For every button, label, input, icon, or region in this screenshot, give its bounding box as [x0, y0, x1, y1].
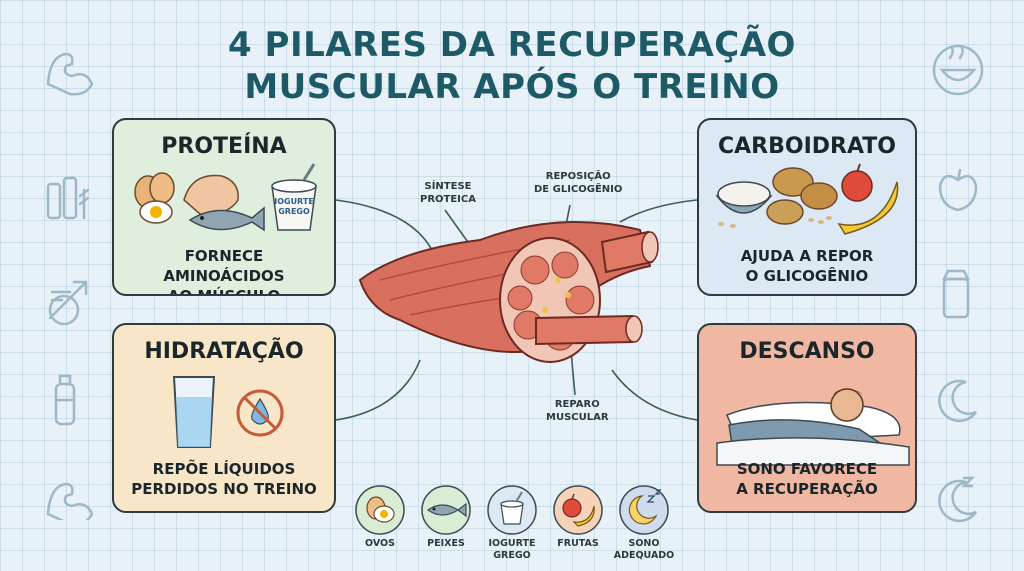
head-icon [830, 388, 864, 422]
bottom-yogurt-icon [487, 485, 537, 535]
desc-line-2: PERDIDOS NO TREINO [131, 480, 317, 498]
yogurt-icon: IOGURTE GREGO [271, 163, 317, 231]
protein-foods-illustration: IOGURTE GREGO [134, 163, 317, 232]
label-reparo-muscular: REPARO MUSCULAR [546, 398, 609, 424]
water-bottle-icon [54, 374, 76, 426]
potatoes-icon [766, 167, 838, 225]
label-line-1: FRUTAS [557, 538, 599, 549]
card-descanso: DESCANSO SONO FAVORECE A RECUPERAÇÃO [697, 323, 917, 513]
bottom-label-peixes: PEIXES [408, 538, 484, 550]
muscle-fiber-icon [358, 221, 659, 363]
desc-line-1: SONO FAVORECE [736, 460, 878, 478]
title-line-1: 4 PILARES DA RECUPERAÇÃO [228, 25, 796, 65]
label-line-1: SONO [628, 538, 660, 549]
biceps-icon [46, 52, 94, 96]
rice-bowl-icon [715, 181, 773, 214]
left-side-icons [46, 52, 94, 520]
label-line-2: MUSCULAR [546, 412, 609, 423]
bottom-fruit-icon [553, 485, 603, 535]
bottom-label-frutas: FRUTAS [540, 538, 616, 550]
card-carboidrato-desc: AJUDA A REPOR O GLICOGÊNIO [707, 246, 907, 286]
shaker-icon [941, 269, 971, 319]
carb-foods-illustration [715, 163, 899, 235]
label-line-1: REPARO [554, 399, 600, 410]
desc-line-2: AO MÚSCULO [167, 287, 281, 296]
bottom-fish-icon [421, 485, 471, 535]
card-carboidrato: CARBOIDRATO AJUDA A REPOR O GLICOGÊNIO [697, 118, 917, 296]
label-line-1: REPOSIÇÃO [545, 171, 611, 182]
no-water-icon [236, 389, 284, 437]
label-line-1: IOGURTE [488, 538, 536, 549]
apple-icon [841, 163, 873, 202]
muscle-illustration [358, 221, 659, 363]
desc-line-1: REPÕE LÍQUIDOS [152, 460, 296, 478]
card-proteina-desc: FORNECE AMINOÁCIDOS AO MÚSCULO [122, 246, 326, 296]
desc-line-2: A RECUPERAÇÃO [736, 480, 878, 498]
card-descanso-desc: SONO FAVORECE A RECUPERAÇÃO [707, 459, 907, 499]
label-line-1: PEIXES [427, 538, 465, 549]
desc-line-2: O GLICOGÊNIO [745, 267, 869, 285]
moon-icon [938, 379, 978, 423]
yogurt-text-1: IOGURTE [274, 197, 314, 206]
desc-line-1: FORNECE AMINOÁCIDOS [163, 247, 285, 285]
label-reposicao-glicogenio: REPOSIÇÃO DE GLICOGÊNIO [534, 170, 622, 196]
chicken-icon [183, 174, 239, 215]
label-line-1: OVOS [365, 538, 395, 549]
bottom-label-ovos: OVOS [342, 538, 418, 550]
card-proteina-title: PROTEÍNA [161, 134, 287, 159]
desc-line-1: AJUDA A REPOR [740, 247, 874, 265]
card-carboidrato-title: CARBOIDRATO [718, 134, 896, 159]
label-line-2: DE GLICOGÊNIO [534, 184, 623, 195]
label-line-2: PROTEICA [420, 194, 476, 205]
bowl-icon [932, 44, 984, 96]
eggs-icon [134, 172, 175, 224]
zzz-icon [938, 476, 978, 523]
card-hidratacao: HIDRATAÇÃO REPÕE LÍQUIDOS PERDIDOS NO TR… [112, 323, 336, 513]
hydration-illustration [172, 376, 284, 448]
bottles-icon [46, 176, 90, 220]
arrows-icon [48, 280, 88, 326]
oats-icon [718, 216, 832, 228]
bottom-label-sono: SONO ADEQUADO [606, 538, 682, 562]
fish-icon [188, 206, 265, 232]
label-sintese-proteica: SÍNTESE PROTEICA [420, 180, 476, 206]
sleeping-person-illustration [716, 388, 910, 466]
page-title: 4 PILARES DA RECUPERAÇÃO MUSCULAR APÓS O… [150, 24, 874, 108]
bottom-moon-icon [619, 485, 669, 535]
blanket-icon [716, 437, 910, 466]
right-side-icons [932, 44, 984, 523]
card-descanso-title: DESCANSO [739, 339, 875, 364]
title-line-2: MUSCULAR APÓS O TREINO [244, 67, 780, 107]
label-line-1: SÍNTESE [424, 181, 472, 192]
water-glass-icon [172, 376, 216, 448]
banana-icon [837, 181, 899, 235]
yogurt-text-2: GREGO [278, 207, 310, 216]
label-line-2: ADEQUADO [613, 550, 675, 561]
biceps-icon [46, 482, 94, 520]
card-hidratacao-desc: REPÕE LÍQUIDOS PERDIDOS NO TREINO [122, 459, 326, 499]
apple-icon [938, 168, 978, 212]
card-hidratacao-title: HIDRATAÇÃO [144, 339, 304, 364]
label-line-2: GREGO [493, 550, 531, 561]
bottom-label-iogurte: IOGURTE GREGO [474, 538, 550, 562]
card-proteina: PROTEÍNA IOGURTE GREGO FORNECE AMINOÁCID… [112, 118, 336, 296]
bottom-egg-icon [355, 485, 405, 535]
